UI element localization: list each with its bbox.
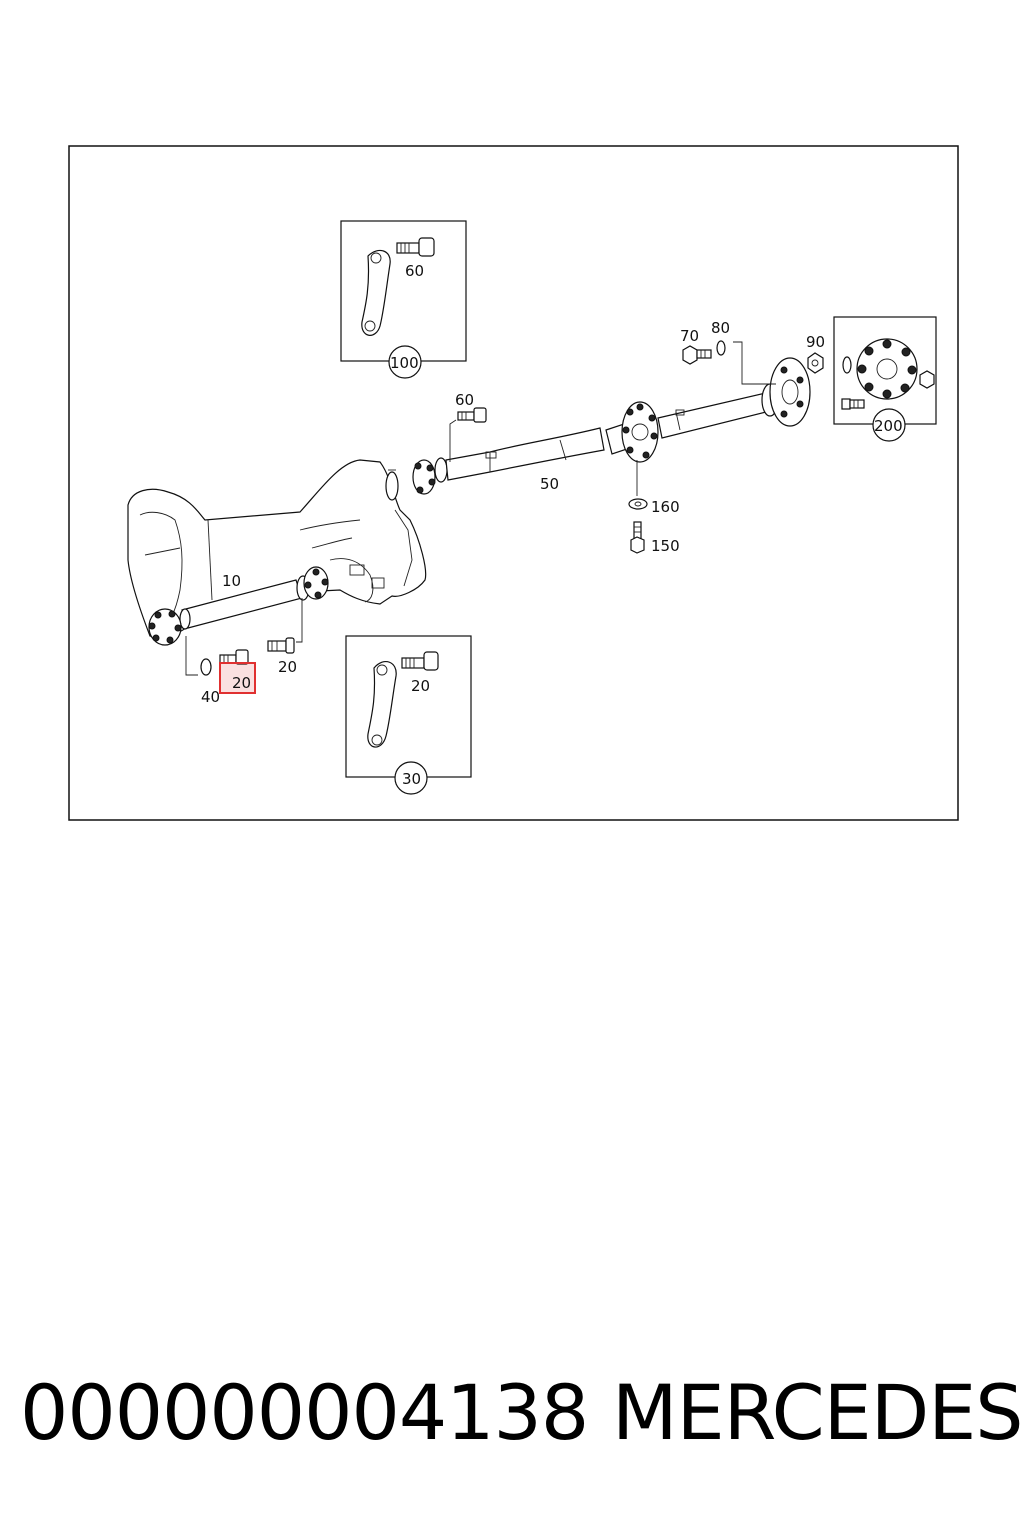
label-100: 100 [390,354,419,372]
label-160: 160 [651,498,680,516]
bolt-icon [401,651,439,671]
inset-200: 200 [833,316,937,442]
washer-40: 40 [185,636,220,706]
label-20-highlighted: 20 [232,674,251,692]
label-70: 70 [680,327,699,345]
label-60-mid: 60 [455,391,474,409]
label-80: 80 [711,319,730,337]
inset-30: 20 30 [345,635,472,795]
bolt-60-mid: 60 [449,391,487,462]
label-20-inset: 20 [411,677,430,695]
label-20-right: 20 [278,658,297,676]
front-joint [412,457,448,495]
brand-name: MERCEDES [612,1368,1023,1457]
bolt-20: 20 [267,598,303,676]
center-bearing [605,401,659,463]
bolt-20-highlighted: 20 [219,649,256,694]
label-30: 30 [402,770,421,788]
inset-100: 60 100 [340,220,467,379]
rear-flange [761,357,811,427]
joint-right [296,566,329,601]
bolt-150: 150 [630,521,680,555]
label-90: 90 [806,333,825,351]
label-50: 50 [540,475,559,493]
flange-left [148,608,182,646]
front-shaft: 10 [148,566,329,646]
label-60-top: 60 [405,262,424,280]
label-200: 200 [874,417,903,435]
footer: 000000004138 MERCEDES [0,1368,1024,1478]
bolt-70: 70 [680,327,712,365]
nut-90: 90 [806,333,825,374]
main-shaft: 50 [412,357,811,495]
bolt-icon [396,237,435,257]
label-150: 150 [651,537,680,555]
washer-160: 160 [628,460,680,516]
washer-80: 80 [711,319,776,385]
label-10: 10 [222,572,241,590]
label-40: 40 [201,688,220,706]
highlight-box [219,662,256,694]
part-number: 000000004138 [20,1368,589,1457]
bolt-icon [841,398,865,410]
diagram-frame [68,145,959,821]
